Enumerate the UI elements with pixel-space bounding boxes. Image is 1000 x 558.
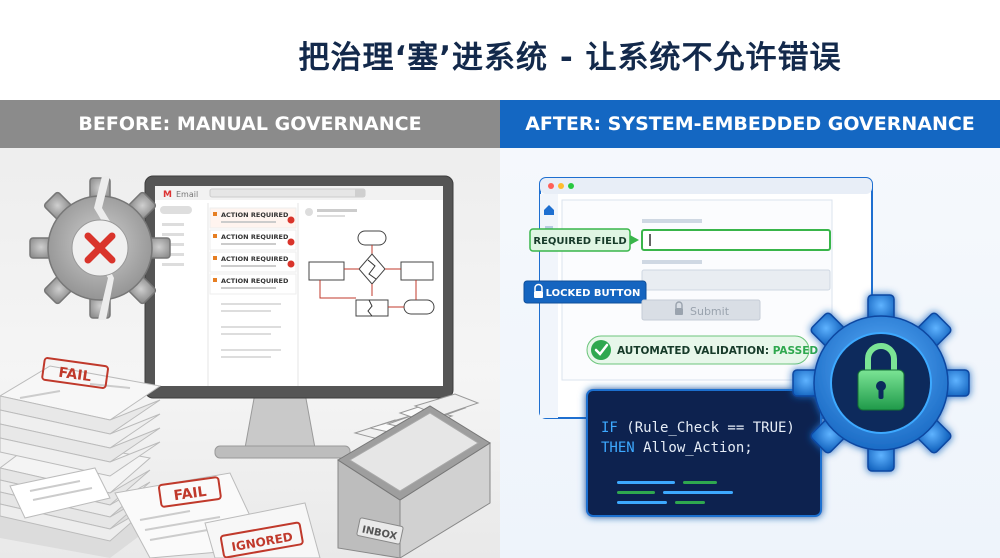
padlock-icon: [857, 343, 905, 411]
after-illustration: REQUIRED FIELD LOCKED BUTTON Submit AUTO…: [523, 177, 970, 517]
broken-gear-icon: [29, 176, 171, 320]
loose-paper: [9, 467, 111, 519]
svg-text:IF (Rule_Check == TRUE): IF (Rule_Check == TRUE): [601, 420, 795, 436]
email-subject: ACTION REQUIRED: [221, 255, 289, 263]
close-icon: [84, 232, 116, 264]
email-subject: ACTION REQUIRED: [221, 233, 289, 241]
code-keyword-then: THEN: [601, 440, 635, 456]
inbox-tray: INBOX: [337, 393, 491, 558]
window-close-button[interactable]: [548, 183, 554, 189]
email-list-item[interactable]: ACTION REQUIRED: [209, 207, 297, 229]
validation-text: AUTOMATED VALIDATION:: [617, 345, 773, 357]
submit-label: Submit: [690, 305, 730, 318]
lock-icon: [675, 308, 683, 315]
monitor: M Email ACTION REQUIRED ACTION RE: [144, 175, 454, 399]
svg-text:AUTOMATED VALIDATION: PASSED: AUTOMATED VALIDATION: PASSED: [617, 345, 818, 357]
submit-button[interactable]: Submit: [641, 299, 761, 321]
locked-button-callout: LOCKED BUTTON: [523, 280, 647, 304]
home-icon[interactable]: [544, 205, 554, 215]
page-title: 把治理‘塞’进系统 - 让系统不允许错误: [298, 40, 842, 76]
required-field-callout: REQUIRED FIELD: [529, 228, 639, 252]
lock-icon: [534, 291, 543, 298]
svg-text:M: M: [163, 190, 172, 200]
after-panel: AFTER: SYSTEM-EMBEDDED GOVERNANCE: [500, 100, 1000, 558]
before-illustration: M Email ACTION REQUIRED ACTION RE: [0, 175, 491, 558]
alert-icon: [287, 238, 295, 246]
email-list-item[interactable]: ACTION REQUIRED: [209, 229, 297, 251]
email-subject: ACTION REQUIRED: [221, 211, 289, 219]
alert-icon: [287, 260, 295, 268]
broken-flowchart: [308, 230, 435, 317]
code-panel: IF (Rule_Check == TRUE) THEN Allow_Actio…: [586, 389, 822, 517]
window-minimize-button[interactable]: [558, 183, 564, 189]
loose-paper: IGNORED: [204, 502, 321, 558]
validation-status: PASSED: [773, 345, 819, 357]
before-panel: BEFORE: MANUAL GOVERNANCE M Email: [0, 100, 500, 558]
locked-button-label: LOCKED BUTTON: [546, 288, 641, 299]
svg-text:THEN Allow_Action;: THEN Allow_Action;: [601, 440, 753, 456]
email-subject: ACTION REQUIRED: [221, 277, 289, 285]
validation-banner: AUTOMATED VALIDATION: PASSED: [586, 335, 818, 365]
email-list-item[interactable]: ACTION REQUIRED: [209, 251, 297, 273]
email-search-input[interactable]: [209, 188, 366, 198]
required-field-input[interactable]: [641, 229, 831, 251]
code-line-2: Allow_Action;: [635, 440, 753, 456]
after-header: AFTER: SYSTEM-EMBEDDED GOVERNANCE: [500, 100, 1000, 148]
compose-button[interactable]: [160, 206, 192, 214]
alert-icon: [287, 216, 295, 224]
email-app-label: Email: [176, 190, 198, 199]
checkmark-icon: [591, 340, 611, 360]
disabled-field: [641, 269, 831, 291]
code-line-1: (Rule_Check == TRUE): [618, 420, 795, 436]
title-bar: 把治理‘塞’进系统 - 让系统不允许错误: [0, 0, 1000, 100]
fail-stamp: FAIL: [173, 484, 208, 504]
before-header: BEFORE: MANUAL GOVERNANCE: [0, 100, 500, 148]
email-list-item[interactable]: ACTION REQUIRED: [209, 273, 297, 295]
fail-stamp: FAIL: [57, 365, 92, 385]
paper-stack: FAIL: [0, 357, 162, 558]
window-maximize-button[interactable]: [568, 183, 574, 189]
code-keyword-if: IF: [601, 420, 618, 436]
required-field-label: REQUIRED FIELD: [533, 236, 626, 247]
search-icon[interactable]: [355, 189, 365, 197]
